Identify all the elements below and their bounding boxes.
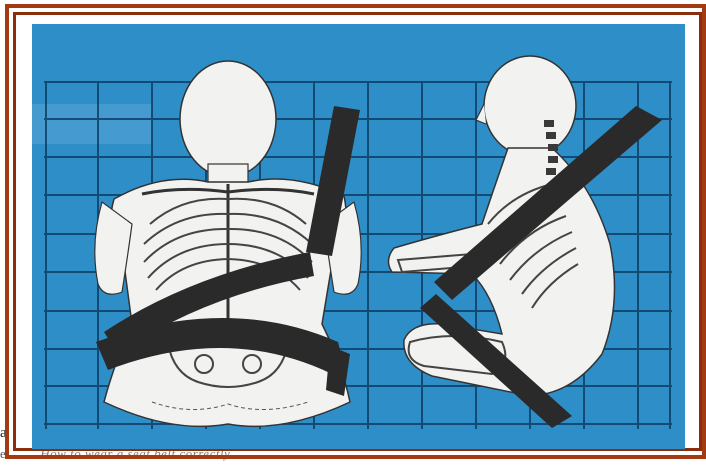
glare bbox=[32, 104, 152, 144]
illustration-svg bbox=[32, 24, 685, 449]
seat-belt-illustration bbox=[32, 24, 685, 449]
